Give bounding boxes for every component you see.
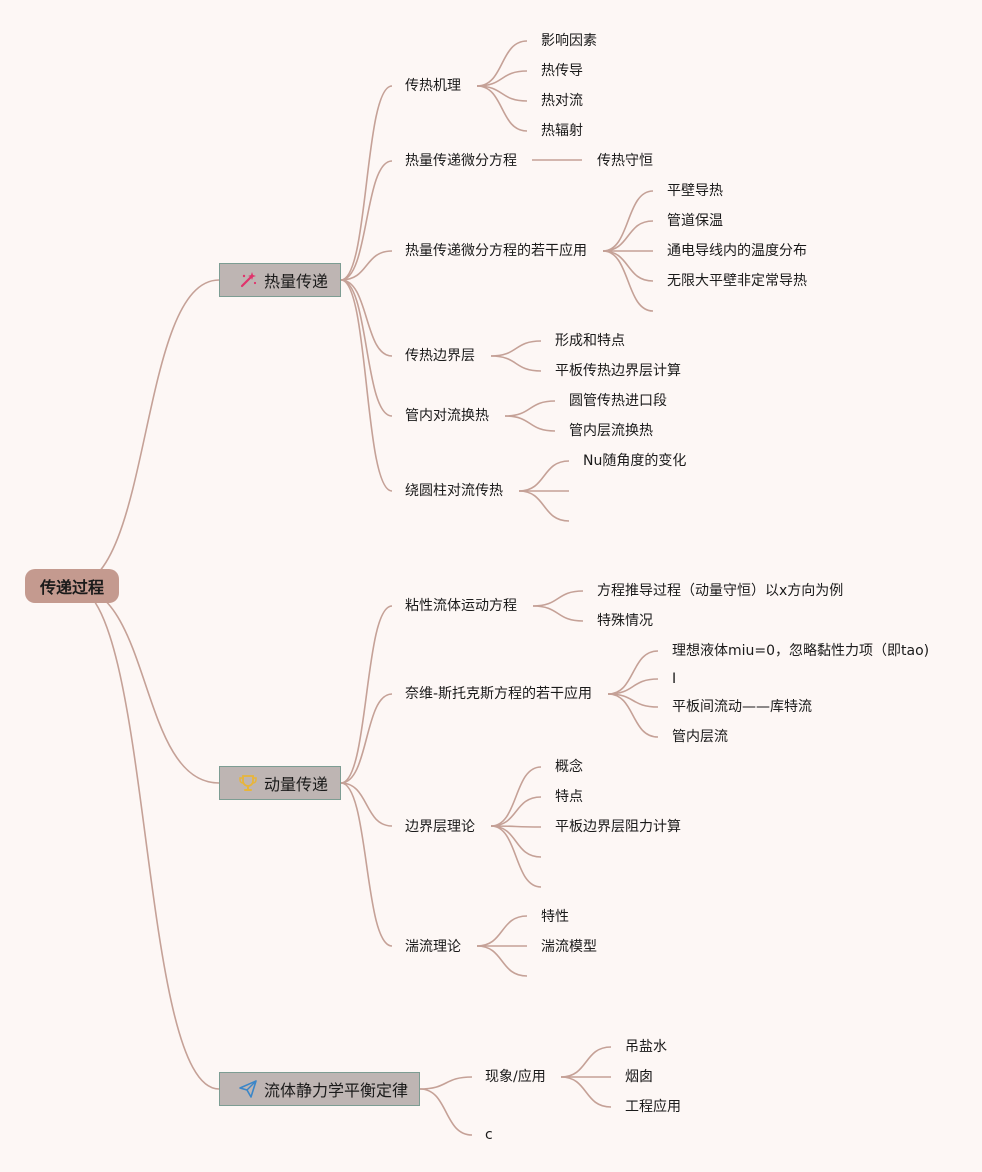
branch-heat-mechanism[interactable]: 传热机理	[405, 78, 461, 94]
connector-line	[476, 70, 528, 87]
leaf-unsteady-conduction[interactable]: 无限大平壁非定常导热	[667, 273, 807, 289]
leaf-derivation[interactable]: 方程推导过程（动量守恒）以x方向为例	[597, 583, 844, 599]
topic-momentum-transfer[interactable]: 动量传递	[219, 766, 341, 800]
leaf-plane-wall-conduction[interactable]: 平壁导热	[667, 183, 723, 199]
connector-line	[532, 605, 584, 622]
connector-line	[340, 279, 393, 417]
leaf-plate-drag-calc[interactable]: 平板边界层阻力计算	[555, 819, 681, 835]
connector-line	[476, 85, 528, 132]
connector-line	[340, 605, 393, 784]
connector-line	[504, 415, 556, 432]
leaf-pipe-insulation[interactable]: 管道保温	[667, 213, 723, 229]
paper-plane-icon	[238, 1079, 258, 1099]
leaf-formation[interactable]: 形成和特点	[555, 333, 625, 349]
leaf-entrance-section[interactable]: 圆管传热进口段	[569, 393, 667, 409]
branch-turbulence-theory[interactable]: 湍流理论	[405, 939, 461, 955]
connector-line	[504, 400, 556, 417]
connector-line	[476, 915, 528, 947]
branch-phenomena[interactable]: 现象/应用	[485, 1069, 546, 1085]
connector-line	[602, 250, 654, 282]
connector-line	[490, 796, 542, 827]
leaf-special-cases[interactable]: 特殊情况	[597, 613, 653, 629]
branch-viscous-equation[interactable]: 粘性流体运动方程	[405, 598, 517, 614]
leaf-laminar-heat[interactable]: 管内层流换热	[569, 423, 653, 439]
connector-line	[340, 782, 393, 827]
connector-line	[518, 460, 570, 492]
connector-line	[490, 825, 542, 888]
leaf-convection[interactable]: 热对流	[541, 93, 583, 109]
connector-line	[476, 945, 528, 977]
magic-wand-icon	[238, 270, 258, 290]
connector-line	[602, 220, 654, 252]
leaf-conduction[interactable]: 热传导	[541, 63, 583, 79]
connector-line	[602, 190, 654, 252]
branch-thermal-boundary-layer[interactable]: 传热边界层	[405, 348, 475, 364]
leaf-wire-temperature[interactable]: 通电导线内的温度分布	[667, 243, 807, 259]
connector-line	[560, 1076, 612, 1108]
connector-line	[71, 585, 220, 1090]
connector-line	[419, 1088, 473, 1136]
connector-line	[340, 693, 393, 784]
leaf-engineering-application[interactable]: 工程应用	[625, 1099, 681, 1115]
connector-line	[340, 250, 393, 281]
branch-heat-diff-eq[interactable]: 热量传递微分方程	[405, 153, 517, 169]
connector-line	[71, 279, 220, 587]
leaf-nu-angle[interactable]: Nu随角度的变化	[583, 453, 687, 469]
connector-line	[607, 693, 659, 738]
leaf-influence-factors[interactable]: 影响因素	[541, 33, 597, 49]
connector-line	[518, 490, 570, 522]
leaf-turbulence-model[interactable]: 湍流模型	[541, 939, 597, 955]
connector-line	[607, 650, 659, 695]
leaf-features[interactable]: 特点	[555, 789, 583, 805]
branch-navier-stokes[interactable]: 奈维-斯托克斯方程的若干应用	[405, 686, 593, 702]
topic-label: 动量传递	[264, 775, 329, 794]
connector-line	[340, 279, 393, 492]
leaf-ideal-liquid[interactable]: 理想液体miu=0，忽略黏性力项（即tao)	[672, 643, 930, 659]
leaf-pipe-laminar[interactable]: 管内层流	[672, 729, 728, 745]
topic-label: 热量传递	[264, 272, 329, 291]
connector-line	[607, 678, 659, 695]
connector-line	[602, 250, 654, 312]
branch-cylinder-convection[interactable]: 绕圆柱对流传热	[405, 483, 503, 499]
branch-boundary-layer-theory[interactable]: 边界层理论	[405, 819, 475, 835]
root-node[interactable]: 传递过程	[25, 569, 119, 603]
topic-label: 流体静力学平衡定律	[264, 1081, 409, 1100]
branch-tube-convection[interactable]: 管内对流换热	[405, 408, 489, 424]
connector-line	[532, 590, 584, 607]
leaf-heat-conservation[interactable]: 传热守恒	[597, 153, 653, 169]
leaf-plate-thermal-bl-calc[interactable]: 平板传热边界层计算	[555, 363, 681, 379]
branch-c[interactable]: c	[485, 1127, 493, 1143]
leaf-characteristics[interactable]: 特性	[541, 909, 569, 925]
connector-line	[490, 766, 542, 827]
connector-line	[71, 585, 220, 784]
connector-line	[340, 782, 393, 947]
connector-line	[490, 825, 542, 858]
connector-line	[340, 279, 393, 357]
branch-heat-diff-applications[interactable]: 热量传递微分方程的若干应用	[405, 243, 587, 259]
connector-line	[340, 85, 393, 281]
connector-line	[419, 1076, 473, 1090]
connector-line	[490, 355, 542, 372]
topic-heat-transfer[interactable]: 热量传递	[219, 263, 341, 297]
leaf-saline-drip[interactable]: 吊盐水	[625, 1039, 667, 1055]
leaf-i[interactable]: I	[672, 671, 677, 687]
leaf-chimney[interactable]: 烟囱	[625, 1069, 653, 1085]
leaf-radiation[interactable]: 热辐射	[541, 123, 583, 139]
connector-line	[340, 160, 393, 281]
leaf-concept[interactable]: 概念	[555, 759, 583, 775]
connector-line	[560, 1046, 612, 1078]
connector-line	[476, 40, 528, 87]
connector-line	[476, 85, 528, 102]
topic-fluid-statics[interactable]: 流体静力学平衡定律	[219, 1072, 420, 1106]
connector-line	[490, 340, 542, 357]
leaf-couette-flow[interactable]: 平板间流动——库特流	[672, 699, 812, 715]
trophy-icon	[238, 773, 258, 793]
